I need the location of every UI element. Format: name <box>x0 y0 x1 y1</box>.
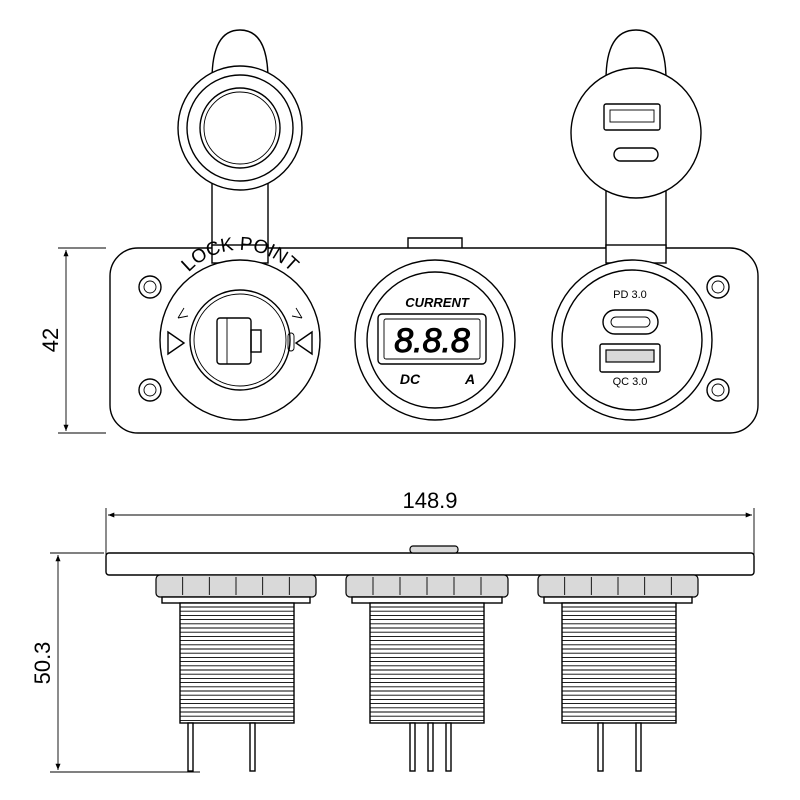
front-view: LOCK POINT CURRENT 8.8.8 DC A <box>38 29 759 434</box>
meter-header: CURRENT <box>405 295 470 310</box>
usb-c-port <box>602 309 659 335</box>
rotate-left-icon <box>177 307 189 319</box>
lock-arrow-left-icon <box>167 330 186 356</box>
meter-digits: 8.8.8 <box>394 322 470 360</box>
lighter-socket: LOCK POINT <box>159 234 321 421</box>
depth-dimension: 50.3 <box>30 552 200 773</box>
lock-arrow-right-icon <box>294 330 313 356</box>
usb-cap <box>570 29 702 262</box>
usb-body <box>537 574 699 772</box>
meter-dc-label: DC <box>400 371 421 387</box>
width-dimension: 148.9 <box>105 488 755 556</box>
usb-a-port <box>599 343 661 373</box>
plug-contact-icon <box>216 317 295 365</box>
lighter-cap <box>177 29 303 262</box>
depth-value: 50.3 <box>30 642 55 685</box>
meter-unit-label: A <box>464 371 475 387</box>
height-value: 42 <box>38 328 63 352</box>
current-meter: CURRENT 8.8.8 DC A <box>354 259 516 421</box>
lighter-body <box>155 574 317 772</box>
side-view: 148.9 50.3 <box>30 488 755 773</box>
plate-tab <box>407 237 463 248</box>
pd-port-label: PD 3.0 <box>613 289 647 301</box>
usb-charger-socket: PD 3.0 QC 3.0 <box>551 259 713 421</box>
mounting-holes <box>138 275 730 402</box>
meter-body <box>345 574 509 772</box>
rotate-right-icon <box>291 307 303 319</box>
height-dimension: 42 <box>38 247 106 434</box>
qc-port-label: QC 3.0 <box>613 376 648 388</box>
width-value: 148.9 <box>402 488 457 513</box>
plate-side <box>105 552 755 576</box>
